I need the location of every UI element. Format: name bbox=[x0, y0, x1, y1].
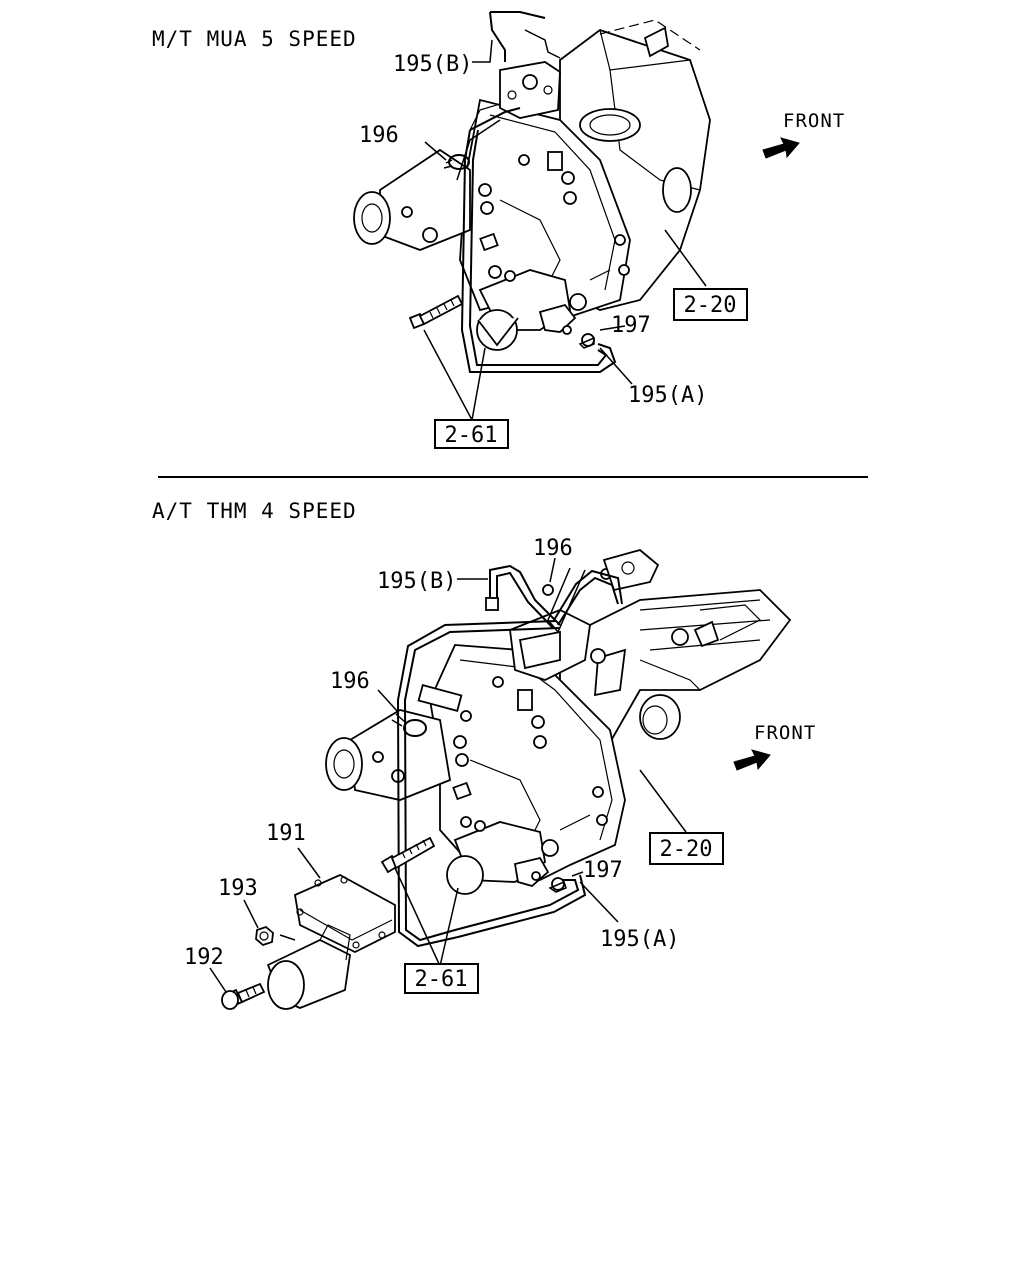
front-direction-indicator: FRONT bbox=[733, 722, 816, 771]
front-label: FRONT bbox=[754, 722, 816, 744]
section-manual-transmission: M/T MUA 5 SPEED bbox=[152, 11, 845, 449]
nut bbox=[255, 925, 274, 947]
leader-lines bbox=[209, 557, 687, 993]
mounting-bolt bbox=[380, 836, 436, 874]
ref-box-transfer bbox=[404, 963, 479, 994]
transfer-case-drawing bbox=[325, 549, 792, 895]
section-automatic-transmission: A/T THM 4 SPEED bbox=[152, 499, 816, 1010]
ref-transmission: 2-20 bbox=[684, 293, 737, 318]
section-heading: M/T MUA 5 SPEED bbox=[152, 27, 357, 51]
flange-bolt bbox=[221, 982, 266, 1010]
vacuum-hose-assembly bbox=[443, 11, 617, 373]
callout-clip-196: 196 bbox=[330, 669, 370, 694]
callout-hose-a: 195(A) bbox=[600, 927, 679, 952]
ref-transfer: 2-61 bbox=[415, 967, 468, 992]
leader-lines bbox=[423, 39, 707, 421]
callout-bolt: 192 bbox=[184, 945, 224, 970]
callout-hose-b: 195(B) bbox=[377, 569, 456, 594]
callout-hose-a: 195(A) bbox=[628, 383, 707, 408]
section-heading: A/T THM 4 SPEED bbox=[152, 499, 357, 523]
transfer-case-drawing bbox=[353, 19, 711, 351]
actuator-motor bbox=[266, 873, 396, 1010]
callout-clip-196-top: 196 bbox=[533, 536, 573, 561]
mounting-bolt bbox=[408, 294, 464, 330]
callout-clip-197: 197 bbox=[583, 858, 623, 883]
callout-clip-196: 196 bbox=[359, 123, 399, 148]
callout-actuator: 191 bbox=[266, 821, 306, 846]
front-arrow-icon bbox=[762, 137, 800, 159]
ref-transfer: 2-61 bbox=[445, 423, 498, 448]
front-direction-indicator: FRONT bbox=[762, 110, 845, 159]
ref-transmission: 2-20 bbox=[660, 837, 713, 862]
callout-nut: 193 bbox=[218, 876, 258, 901]
front-arrow-icon bbox=[733, 749, 771, 771]
front-label: FRONT bbox=[783, 110, 845, 132]
vacuum-hose-assembly bbox=[391, 564, 623, 948]
ref-box-transfer bbox=[434, 419, 509, 449]
callout-clip-197: 197 bbox=[611, 313, 651, 338]
callout-hose-b: 195(B) bbox=[393, 52, 472, 77]
ref-box-transmission bbox=[673, 288, 748, 321]
ref-box-transmission bbox=[649, 832, 724, 865]
